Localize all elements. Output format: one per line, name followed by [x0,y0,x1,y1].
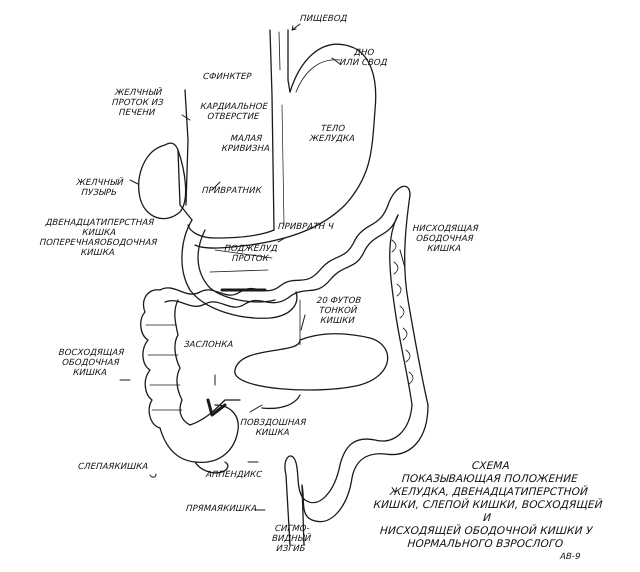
bile-duct-shape [184,89,189,206]
label-bile-duct-liver: ЖЕЛЧНЫЙ ПРОТОК ИЗ ПЕЧЕНИ [111,88,164,118]
ascending-colon-shape [140,289,191,429]
label-ascending-colon: ВОСХОДЯЩАЯ ОБОДОЧНАЯ КИШКА [58,348,125,378]
gallbladder-shape [138,142,193,221]
esophagus-shape [269,29,291,231]
label-pyloric-sphincter: ПРИВРАТН Ч [277,222,335,232]
arrow-marks [119,23,406,511]
label-fundus: ДНО ИЛИ СВОД [339,48,388,68]
signature: АВ-9 [559,552,581,562]
descending-colon-shape [389,194,429,406]
stomach-shape [187,43,377,249]
appendix-shape [194,461,229,474]
label-valve: ЗАСЛОНКА [183,340,234,350]
sigmoid-rectum-shape [284,404,429,546]
label-rectum: ПРЯМАЯКИШКА [185,504,258,514]
label-duodenum-transverse-colon: ДВЕНАДЦАТИПЕРСТНАЯ КИШКА ПОПЕРЕЧНАЯОБОДО… [39,218,158,258]
label-pancreatic-duct: ПОДЖЕЛУД ПРОТОК [224,244,278,264]
label-small-intestine: 20 ФУТОВ ТОНКОЙ КИШКИ [316,296,362,326]
small-intestine-shape [234,299,389,410]
label-descending-colon: НИСХОДЯЩАЯ ОБОДОЧНАЯ КИШКА [412,224,479,254]
label-gallbladder: ЖЕЛЧНЫЙ ПУЗЫРЬ [76,178,124,198]
label-lesser-curvature: МАЛАЯ КРИВИЗНА [221,134,271,154]
label-sphincter: СФИНКТЕР [202,72,252,82]
label-cecum: СЛЕПАЯКИШКА [77,462,149,472]
duodenum-shape [181,219,298,319]
label-cardiac-opening: КАРДИАЛЬНОЕ ОТВЕРСТИЕ [200,102,269,122]
transverse-colon-shape [159,185,411,308]
label-pylorus: ПРИВРАТНИК [201,186,262,196]
label-sigmoid: СИГМО- ВИДНЫЙ ИЗГИБ [271,524,312,554]
cecum-shape [159,398,241,474]
label-appendix: АППЕНДИКС [205,470,263,480]
label-stomach-body: ТЕЛО ЖЕЛУДКА [309,124,356,144]
caption: СХЕМА ПОКАЗЫВАЮЩАЯ ПОЛОЖЕНИЕ ЖЕЛУДКА, ДВ… [373,460,604,550]
label-ileum: ПОВЗДОШНАЯ КИШКА [240,418,307,438]
label-esophagus: ПИЩЕВОД [299,14,348,24]
